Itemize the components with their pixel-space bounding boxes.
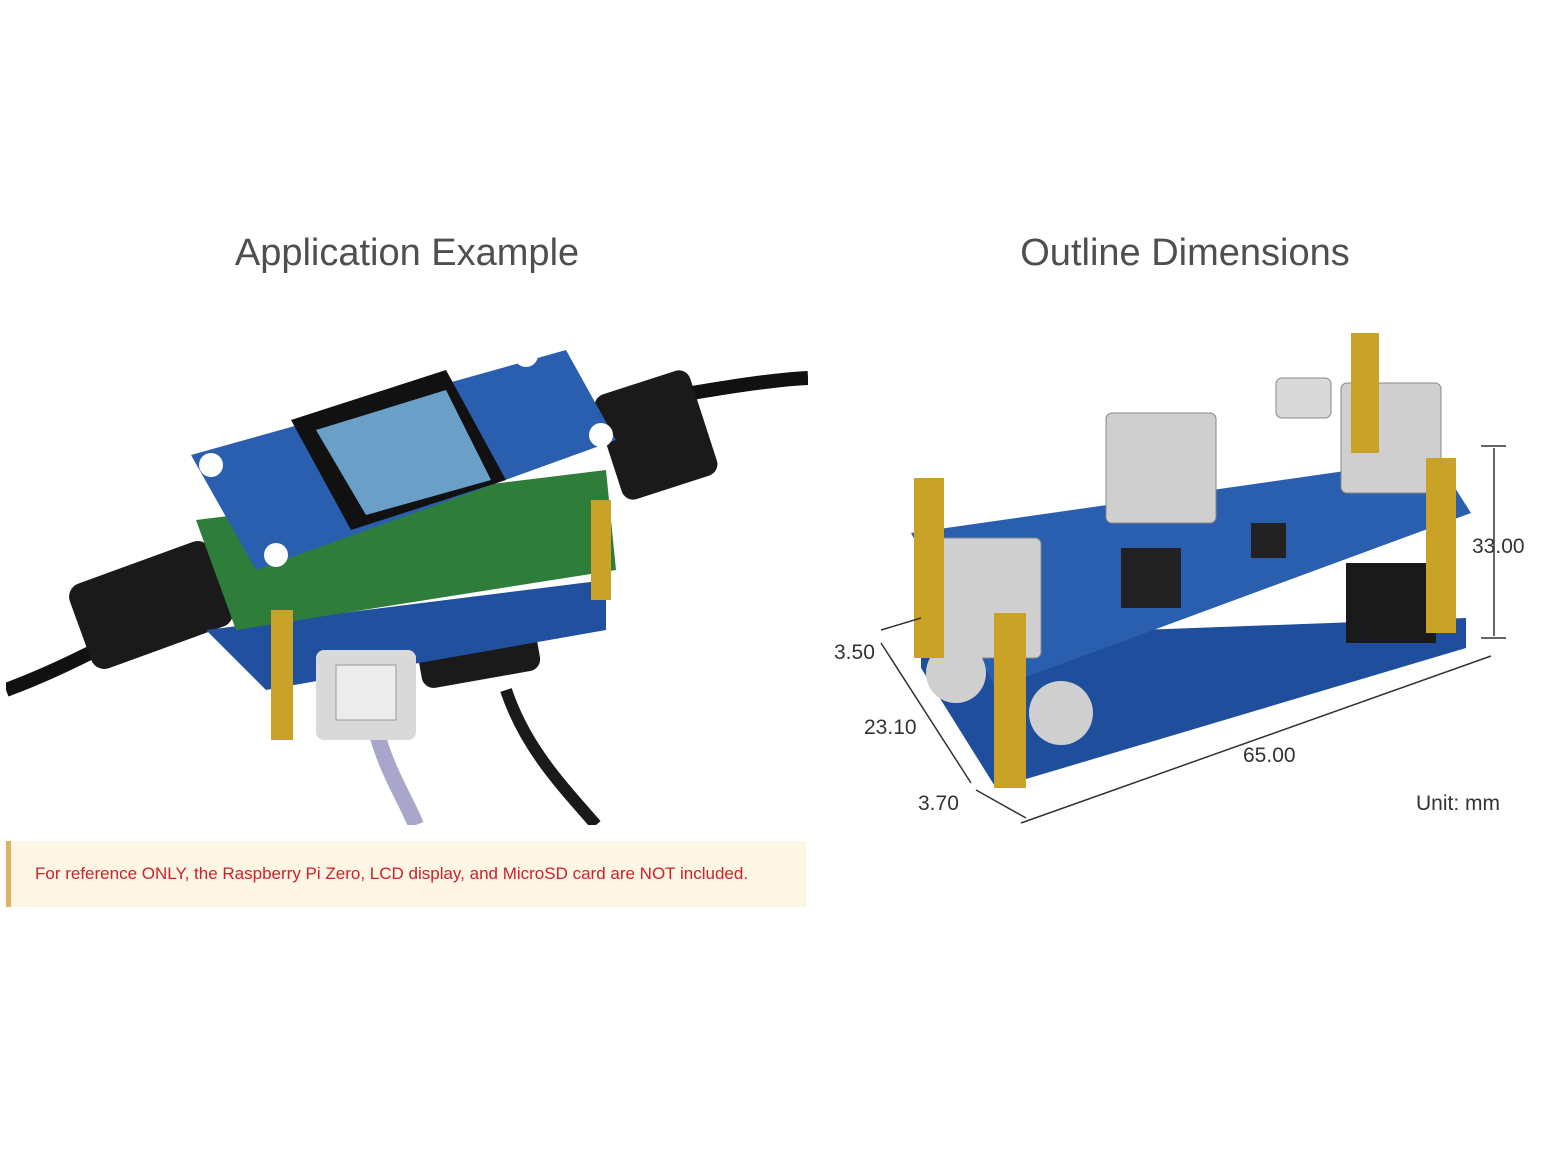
reference-note-text: For reference ONLY, the Raspberry Pi Zer… xyxy=(35,864,749,883)
dimension-depth-label: 23.10 xyxy=(864,716,917,739)
outline-dimensions-drawing: 33.00 3.50 23.10 3.70 65.00 Unit: mm xyxy=(834,333,1525,824)
dimension-height-label: 33.00 xyxy=(1472,535,1525,558)
application-example-title: Application Example xyxy=(234,232,580,274)
unit-label: Unit: mm xyxy=(1416,792,1500,815)
dimension-top-offset-label: 3.50 xyxy=(834,641,875,664)
reference-note: For reference ONLY, the Raspberry Pi Zer… xyxy=(6,841,806,907)
outline-dimensions-title: Outline Dimensions xyxy=(1020,232,1350,274)
dimension-length-label: 65.00 xyxy=(1243,744,1296,767)
dimension-bottom-offset-label: 3.70 xyxy=(918,792,959,815)
application-example-photo xyxy=(6,343,808,825)
